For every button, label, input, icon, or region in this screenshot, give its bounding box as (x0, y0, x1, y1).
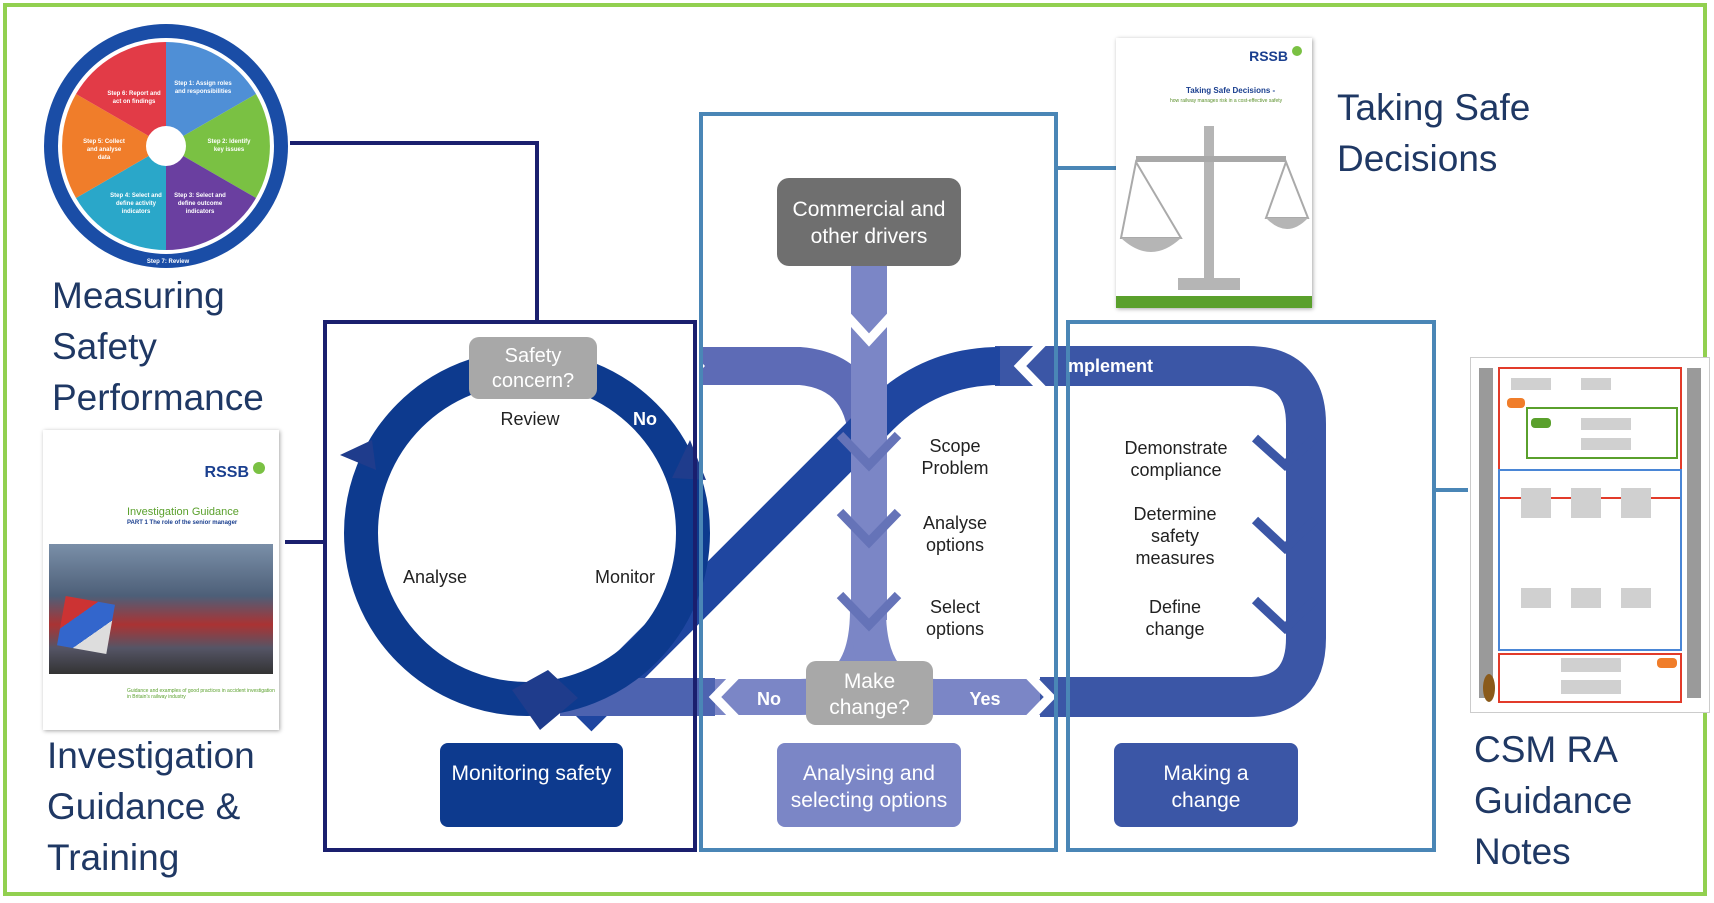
wheel-segment-step5 (62, 94, 167, 198)
rssb-logo-dot-icon (253, 462, 265, 474)
ig-doc-footer: Guidance and examples of good practices … (127, 688, 275, 700)
chevron-implement (1013, 331, 1054, 401)
select-options-label: Select options (925, 597, 985, 639)
flowchart-thumbnail-graphic (1479, 367, 1701, 703)
ig-doc-cube-icon (57, 596, 115, 654)
ig-doc-subtitle: PART 1 The role of the senior manager (127, 520, 238, 526)
wheel-step3-label: Step 3: Select and define outcome indica… (174, 193, 226, 215)
chevron-define (1251, 596, 1319, 635)
review-label: Review (500, 409, 560, 429)
wheel-segment-step3 (166, 146, 256, 250)
making-stage-box (1114, 743, 1298, 827)
commercial-drivers-box (777, 178, 961, 266)
chevron-no-bottom (708, 662, 749, 732)
chevron-drivers (833, 301, 905, 347)
safety-concern-label: Safety concern? (491, 345, 575, 392)
wheel-step6-label: Step 6: Report and act on findings (107, 91, 161, 105)
rssb-logo-dot-icon (1292, 46, 1302, 56)
analysing-outline (699, 112, 1058, 852)
central-flow (851, 255, 887, 620)
make-change-box (806, 661, 933, 725)
make-change-label: Make change? (829, 670, 910, 719)
wheel-segment-step6 (76, 42, 166, 146)
no-bottom-label: No (757, 689, 781, 709)
wheel-step5-label: Step 5: Collect and analyse data (83, 139, 125, 161)
demonstrate-compliance-label: Demonstrate compliance (1124, 438, 1228, 480)
wheel-step2-label: Step 2: Identify key issues (207, 139, 251, 153)
wheel-segment-step4 (76, 146, 166, 250)
cycle-arrow-bottom (512, 670, 578, 730)
determine-safety-measures-label: Determine safety measures (1133, 504, 1217, 568)
monitor-label: Monitor (594, 567, 656, 587)
monitoring-safety-stage-label: Monitoring safety (451, 762, 612, 785)
cycle-arrow-right (672, 440, 706, 480)
rssb-logo: RSSB (1249, 48, 1288, 64)
investigation-guidance-label: Investigation Guidance & Training (47, 735, 255, 878)
wheel-step1-label: Step 1: Assign roles and responsibilitie… (174, 81, 232, 95)
chevron-select (836, 591, 902, 632)
scope-problem-label: Scope Problem (921, 436, 989, 478)
measuring-wheel-image (44, 24, 288, 268)
cycle-arrow-left (340, 440, 376, 470)
chevron-scope (836, 431, 902, 472)
csm-ra-guidance-label: CSM RA Guidance Notes (1474, 729, 1633, 872)
ig-doc-title: Investigation Guidance (127, 506, 239, 518)
chevron-determine (1251, 516, 1319, 555)
wheel-step4-label: Step 4: Select and define activity indic… (110, 193, 162, 215)
chevron-analyse (836, 508, 902, 549)
safety-concern-box (469, 337, 597, 399)
implement-label: mplement (1068, 356, 1154, 376)
csm-ra-flowchart-image (1470, 357, 1710, 713)
yes-top-label: Yes (639, 357, 671, 377)
connector-measuring (290, 141, 539, 322)
tsd-doc-title: Taking Safe Decisions - (1186, 86, 1276, 95)
measuring-safety-label: Measuring Safety Performance (52, 275, 264, 418)
wheel-segment-step2 (166, 94, 270, 198)
no-top-label: No (633, 409, 657, 429)
making-outline (1066, 320, 1436, 852)
investigation-guidance-document-image: RSSB Investigation Guidance PART 1 The r… (43, 430, 279, 730)
scales-icon (1116, 126, 1312, 308)
yes-bottom-label: Yes (969, 689, 1001, 709)
chevron-yes-bottom (1016, 662, 1057, 732)
wheel-step7-label: Step 7: Review (146, 259, 190, 265)
analyse-options-label: Analyse options (922, 513, 988, 555)
wheel-segment-step1 (166, 42, 256, 146)
monitoring-outline (323, 320, 697, 852)
cycle-arrow-top (660, 336, 705, 396)
define-change-label: Define change (1145, 597, 1205, 639)
monitoring-stage-box (440, 743, 623, 827)
making-a-change-stage-label: Making a change (1163, 762, 1249, 812)
chevron-demonstrate (1251, 434, 1319, 472)
analysing-stage-box (777, 743, 961, 827)
taking-safe-decisions-label: Taking Safe Decisions (1337, 87, 1531, 179)
analysing-selecting-stage-label: Analysing and selecting options (790, 762, 948, 812)
tsd-doc-subtitle: how railway manages risk in a cost-effec… (1170, 98, 1283, 104)
tsd-document-image: RSSB Taking Safe Decisions - how railway… (1116, 38, 1312, 308)
commercial-drivers-label: Commercial and other drivers (792, 198, 946, 248)
rssb-logo: RSSB (204, 464, 249, 481)
analyse-label: Analyse (402, 567, 468, 587)
